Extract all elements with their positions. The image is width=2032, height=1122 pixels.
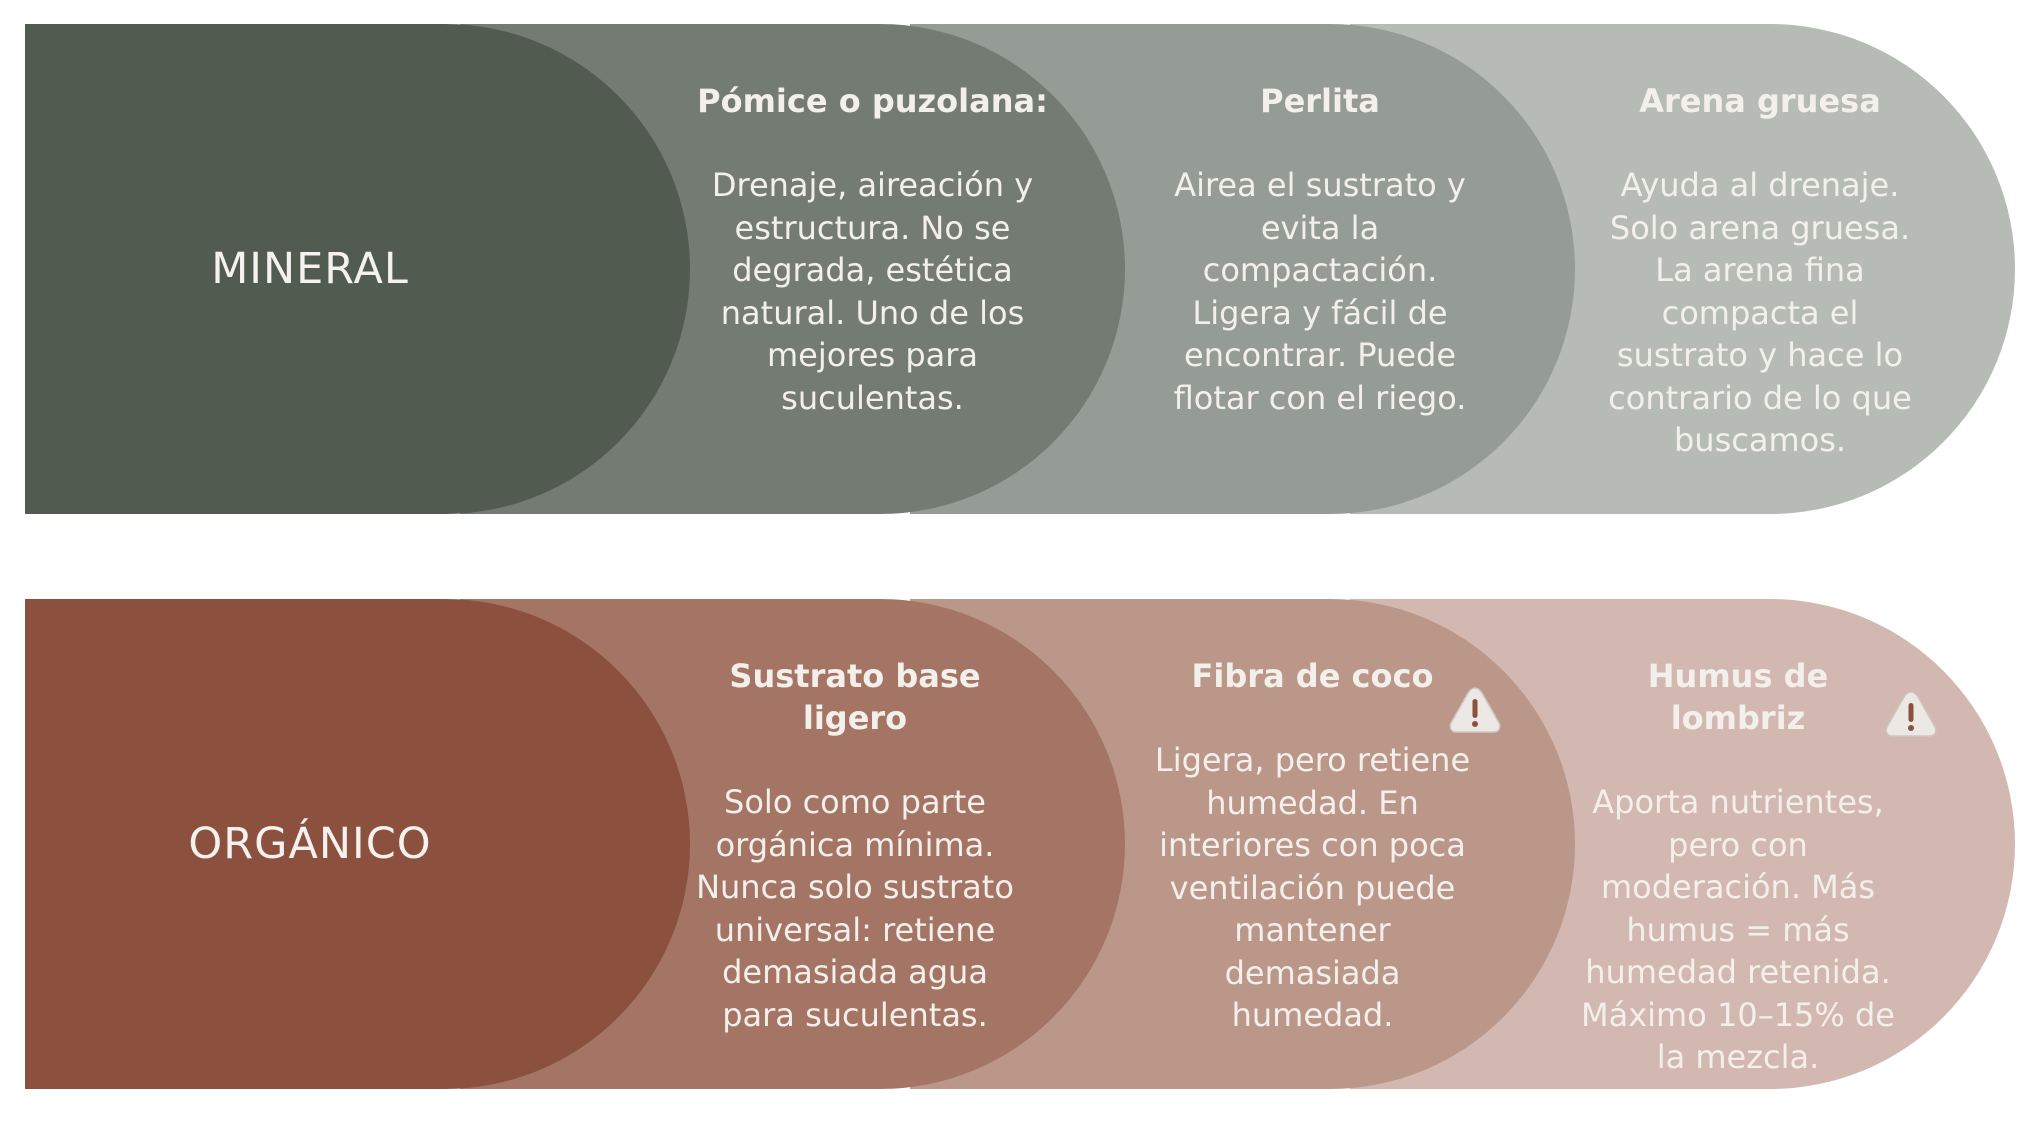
item-description: Airea el sustrato y evita la compactació… xyxy=(1173,166,1467,417)
item-title: Sustrato base ligero xyxy=(729,657,981,737)
organic-row: ORGÁNICO Sustrato base ligero Solo como … xyxy=(0,599,2032,1089)
mineral-item-perlita: Perlita Airea el sustrato y evita la com… xyxy=(1155,80,1485,419)
item-description: Drenaje, aireación y estructura. No se d… xyxy=(711,166,1034,417)
organic-item-fibra: Fibra de coco Ligera, pero retiene humed… xyxy=(1145,655,1480,1037)
mineral-item-pomice: Pómice o puzolana: Drenaje, aireación y … xyxy=(695,80,1050,419)
item-title: Perlita xyxy=(1260,82,1380,120)
warning-icon xyxy=(1885,691,1937,737)
mineral-row: MINERAL Pómice o puzolana: Drenaje, aire… xyxy=(0,24,2032,514)
item-description: Solo como parte orgánica mínima. Nunca s… xyxy=(696,783,1014,1034)
item-title: Pómice o puzolana: xyxy=(697,82,1048,120)
item-description: Aporta nutrientes, pero con moderación. … xyxy=(1581,783,1895,1076)
warning-icon xyxy=(1449,687,1501,733)
mineral-item-arena: Arena gruesa Ayuda al drenaje. Solo aren… xyxy=(1595,80,1925,462)
item-title: Arena gruesa xyxy=(1639,82,1881,120)
organic-category-label: ORGÁNICO xyxy=(188,819,432,869)
mineral-segment-1 xyxy=(25,24,690,514)
organic-item-sustrato: Sustrato base ligero Solo como parte org… xyxy=(685,655,1025,1036)
mineral-category-label: MINERAL xyxy=(211,244,409,294)
item-title: Fibra de coco xyxy=(1191,657,1434,695)
item-description: Ligera, pero retiene humedad. En interio… xyxy=(1154,741,1471,1034)
organic-item-humus: Humus de lombriz Aporta nutrientes, pero… xyxy=(1578,655,1898,1079)
item-description: Ayuda al drenaje. Solo arena gruesa. La … xyxy=(1608,166,1912,459)
organic-segment-1 xyxy=(25,599,690,1089)
item-title: Humus de lombriz xyxy=(1647,657,1829,737)
